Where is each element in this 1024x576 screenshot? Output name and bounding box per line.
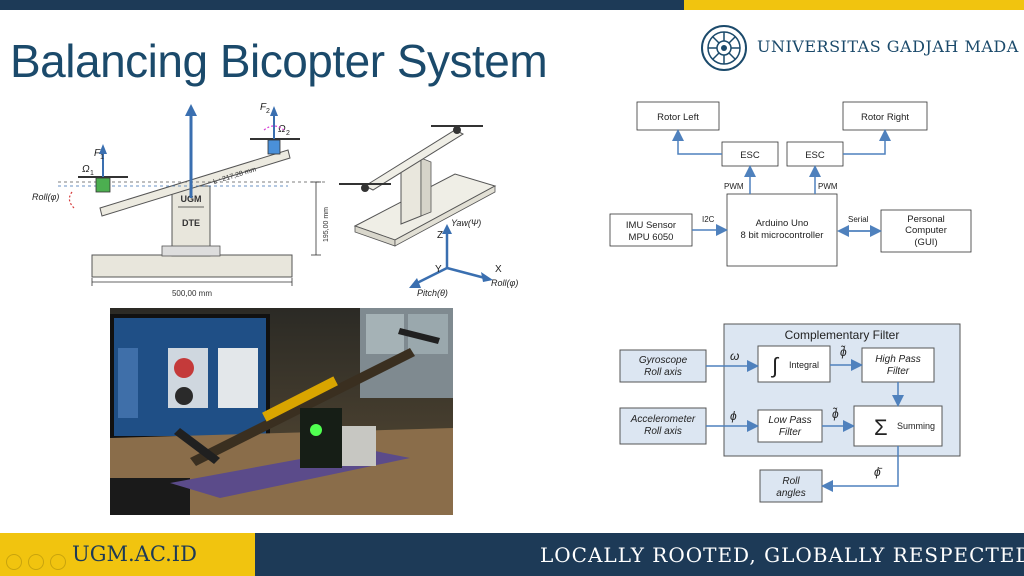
omega1-label: Ω (82, 164, 90, 175)
rotor-left-box (636, 101, 720, 131)
column-label-ugm: UGM (181, 194, 202, 204)
hardware-block-diagram: Rotor Left Rotor Right ESC ESC IMU Senso… (609, 101, 972, 267)
pitch-label: Pitch(θ) (417, 288, 448, 298)
pc-label-line1: Personal (907, 214, 945, 225)
roll-angles-box (759, 469, 823, 503)
accelerometer-label-line1: Accelerometer (630, 414, 696, 425)
lpf-label-line2: Filter (779, 427, 802, 438)
roll-angles-label-line1: Roll (782, 476, 800, 487)
integral-label: Integral (789, 360, 819, 370)
right-motor (267, 139, 281, 155)
imu-label-line1: IMU Sensor (626, 220, 676, 231)
integral-box (757, 345, 831, 383)
omega-signal-label: ω (730, 349, 739, 363)
sum-symbol: Σ (874, 415, 888, 440)
arduino-label-line1: Arduino Uno (756, 218, 809, 229)
top-bar-gold (684, 0, 1024, 10)
slide-menu-icon[interactable] (50, 554, 66, 570)
pwm-left-label: PWM (724, 182, 744, 191)
height-label: 195,00 mm (323, 207, 330, 242)
summing-label: Summing (897, 421, 935, 431)
footer-bar-dark (255, 533, 1024, 576)
force-f2-label: F (260, 102, 267, 113)
column-label-dte: DTE (182, 218, 200, 228)
base-width-label: 500,00 mm (172, 289, 212, 298)
svg-text:2: 2 (286, 130, 290, 137)
esc-left-label: ESC (740, 150, 760, 161)
hpf-label-line1: High Pass (875, 354, 921, 365)
rotor-right-box (842, 101, 928, 131)
filter-title: Complementary Filter (785, 328, 900, 342)
yaw-label: Yaw(Ψ) (451, 218, 481, 228)
svg-text:1: 1 (100, 154, 104, 161)
complementary-filter-diagram: Complementary Filter Gyroscope Roll axis… (619, 323, 961, 503)
footer-slogan: LOCALLY ROOTED, GLOBALLY RESPECTED (540, 543, 1024, 567)
svg-text:2: 2 (266, 108, 270, 115)
base-plate (91, 254, 293, 278)
imu-label-line2: MPU 6050 (629, 232, 674, 243)
lpf-label-line1: Low Pass (768, 415, 811, 426)
gyroscope-label-line1: Gyroscope (639, 355, 688, 366)
z-axis-label: Z (437, 230, 443, 241)
roll-label: Roll(φ) (32, 192, 59, 202)
gyroscope-label-line2: Roll axis (644, 367, 682, 378)
personal-computer-box (880, 209, 972, 253)
high-pass-filter-box (861, 347, 935, 383)
y-axis-label: Y (435, 264, 442, 275)
bicopter-mechanical-drawing: UGM DTE L : 217,28 mm F 1 Ω 1 F 2 Ω 2 Ro… (32, 102, 330, 298)
i2c-label: I2C (702, 215, 715, 224)
roll-axis-label: Roll(φ) (491, 278, 518, 288)
top-bar-dark (0, 0, 684, 10)
roll-angles-label-line2: angles (776, 488, 805, 499)
phi-tilde-accel-label: ϕ̃ (832, 406, 839, 421)
university-name: UNIVERSITAS GADJAH MADA (757, 37, 1019, 56)
serial-label: Serial (848, 215, 869, 224)
phi-signal-label: ϕ (730, 409, 737, 423)
rotor-right-label: Rotor Right (861, 112, 909, 123)
previous-slide-icon[interactable] (6, 554, 22, 570)
slide-title: Balancing Bicopter System (10, 35, 548, 87)
ugm-seal-logo (701, 25, 747, 71)
pc-label-line2: Computer (905, 225, 947, 236)
footer-bar-gold (0, 533, 255, 576)
omega2-label: Ω (278, 124, 286, 135)
accelerometer-box (619, 407, 707, 445)
slide-nav-controls (6, 554, 66, 570)
low-pass-filter-box (757, 409, 823, 443)
force-f1-label: F (94, 148, 101, 159)
hpf-label-line2: Filter (887, 366, 910, 377)
rotor-left-label: Rotor Left (657, 112, 699, 123)
next-slide-icon[interactable] (28, 554, 44, 570)
tilted-beam (99, 149, 291, 217)
pwm-right-label: PWM (818, 182, 838, 191)
phi-tilde-gyro-label: ϕ̃ (840, 344, 847, 359)
arduino-label-line2: 8 bit microcontroller (741, 230, 824, 241)
pc-label-line3: (GUI) (914, 237, 937, 248)
accelerometer-label-line2: Roll axis (644, 426, 682, 437)
svg-text:1: 1 (90, 170, 94, 177)
integral-symbol: ∫ (770, 353, 780, 378)
prototype-photo (110, 308, 453, 515)
phi-bar-label: ϕ̄ (874, 465, 883, 479)
esc-right-label: ESC (805, 150, 825, 161)
left-motor (95, 177, 111, 193)
arduino-box (726, 193, 838, 267)
x-axis-label: X (495, 264, 502, 275)
bicopter-3d-axes-drawing: Yaw(Ψ) Z Y X Pitch(θ) Roll(φ) (339, 125, 518, 298)
esc-left-box (721, 141, 779, 167)
footer-website[interactable]: UGM.AC.ID (72, 542, 197, 566)
imu-sensor-box (609, 213, 693, 247)
